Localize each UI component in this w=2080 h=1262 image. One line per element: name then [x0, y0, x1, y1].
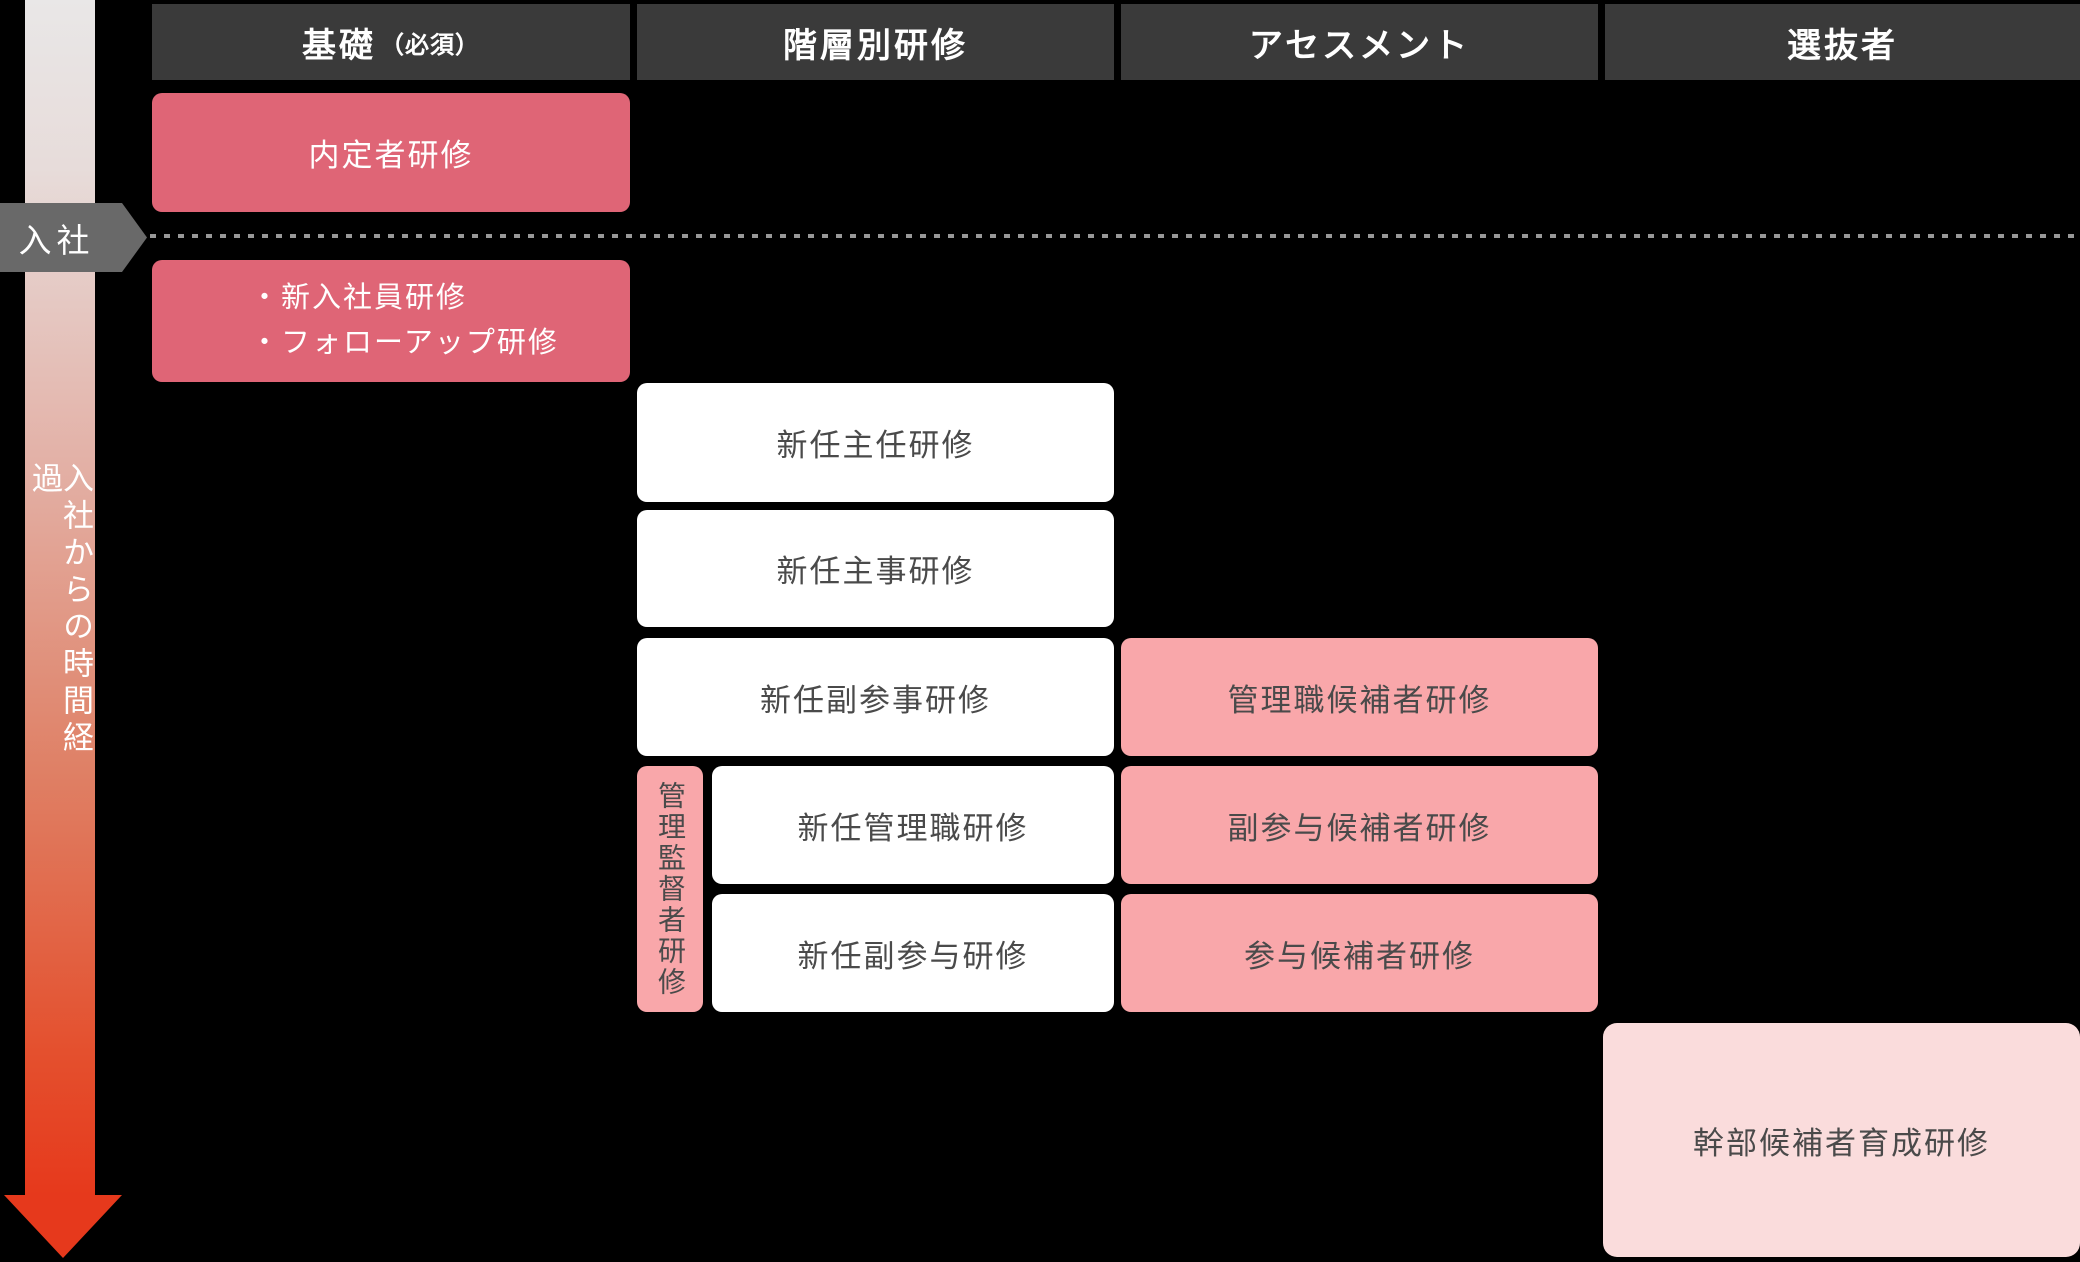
box-newcomer-kenshu: ・新入社員研修 ・フォローアップ研修 — [152, 260, 630, 382]
box-kanrishoku-kenshu: 新任管理職研修 — [712, 766, 1114, 884]
box-sanyo-kouho-kenshu: 参与候補者研修 — [1121, 894, 1598, 1012]
timeline-gradient-bar — [25, 0, 95, 1195]
timeline-arrowhead-icon — [4, 1195, 122, 1258]
column-header-assessment-label: アセスメント — [1248, 26, 1471, 65]
column-header-selected: 選抜者 — [1605, 4, 2080, 80]
entry-dotted-line — [150, 234, 2080, 238]
timeline-axis-label: 入社からの時間経過 — [27, 462, 93, 758]
box-fukusanyo-kouho-kenshu: 副参与候補者研修 — [1121, 766, 1598, 884]
column-header-assessment: アセスメント — [1121, 4, 1598, 80]
box-fukusanyo-kenshu: 新任副参与研修 — [712, 894, 1114, 1012]
column-header-basic: 基礎 （必須） — [152, 4, 630, 80]
box-kanbu-kouho-ikusei-kenshu: 幹部候補者育成研修 — [1603, 1023, 2080, 1257]
box-shunin-kenshu: 新任主任研修 — [637, 383, 1114, 502]
box-fukusanji-kenshu: 新任副参事研修 — [637, 638, 1114, 756]
entry-arrow: 入社 — [0, 203, 147, 272]
box-naiteisha-kenshu: 内定者研修 — [152, 93, 630, 212]
box-shuji-kenshu: 新任主事研修 — [637, 510, 1114, 627]
entry-label: 入社 — [18, 221, 95, 259]
box-kanrishoku-kouho-kenshu: 管理職候補者研修 — [1121, 638, 1598, 756]
column-header-basic-label: 基礎 — [302, 26, 376, 65]
newcomer-line-2: ・フォローアップ研修 — [250, 327, 559, 359]
column-header-basic-sub: （必須） — [380, 31, 480, 59]
column-header-hierarchy: 階層別研修 — [637, 4, 1114, 80]
newcomer-line-1: ・新入社員研修 — [250, 282, 468, 315]
strip-kanri-kantokusha-kenshu: 管理監督者研修 — [637, 766, 703, 1012]
column-header-selected-label: 選抜者 — [1787, 26, 1898, 65]
column-header-hierarchy-label: 階層別研修 — [783, 26, 968, 65]
